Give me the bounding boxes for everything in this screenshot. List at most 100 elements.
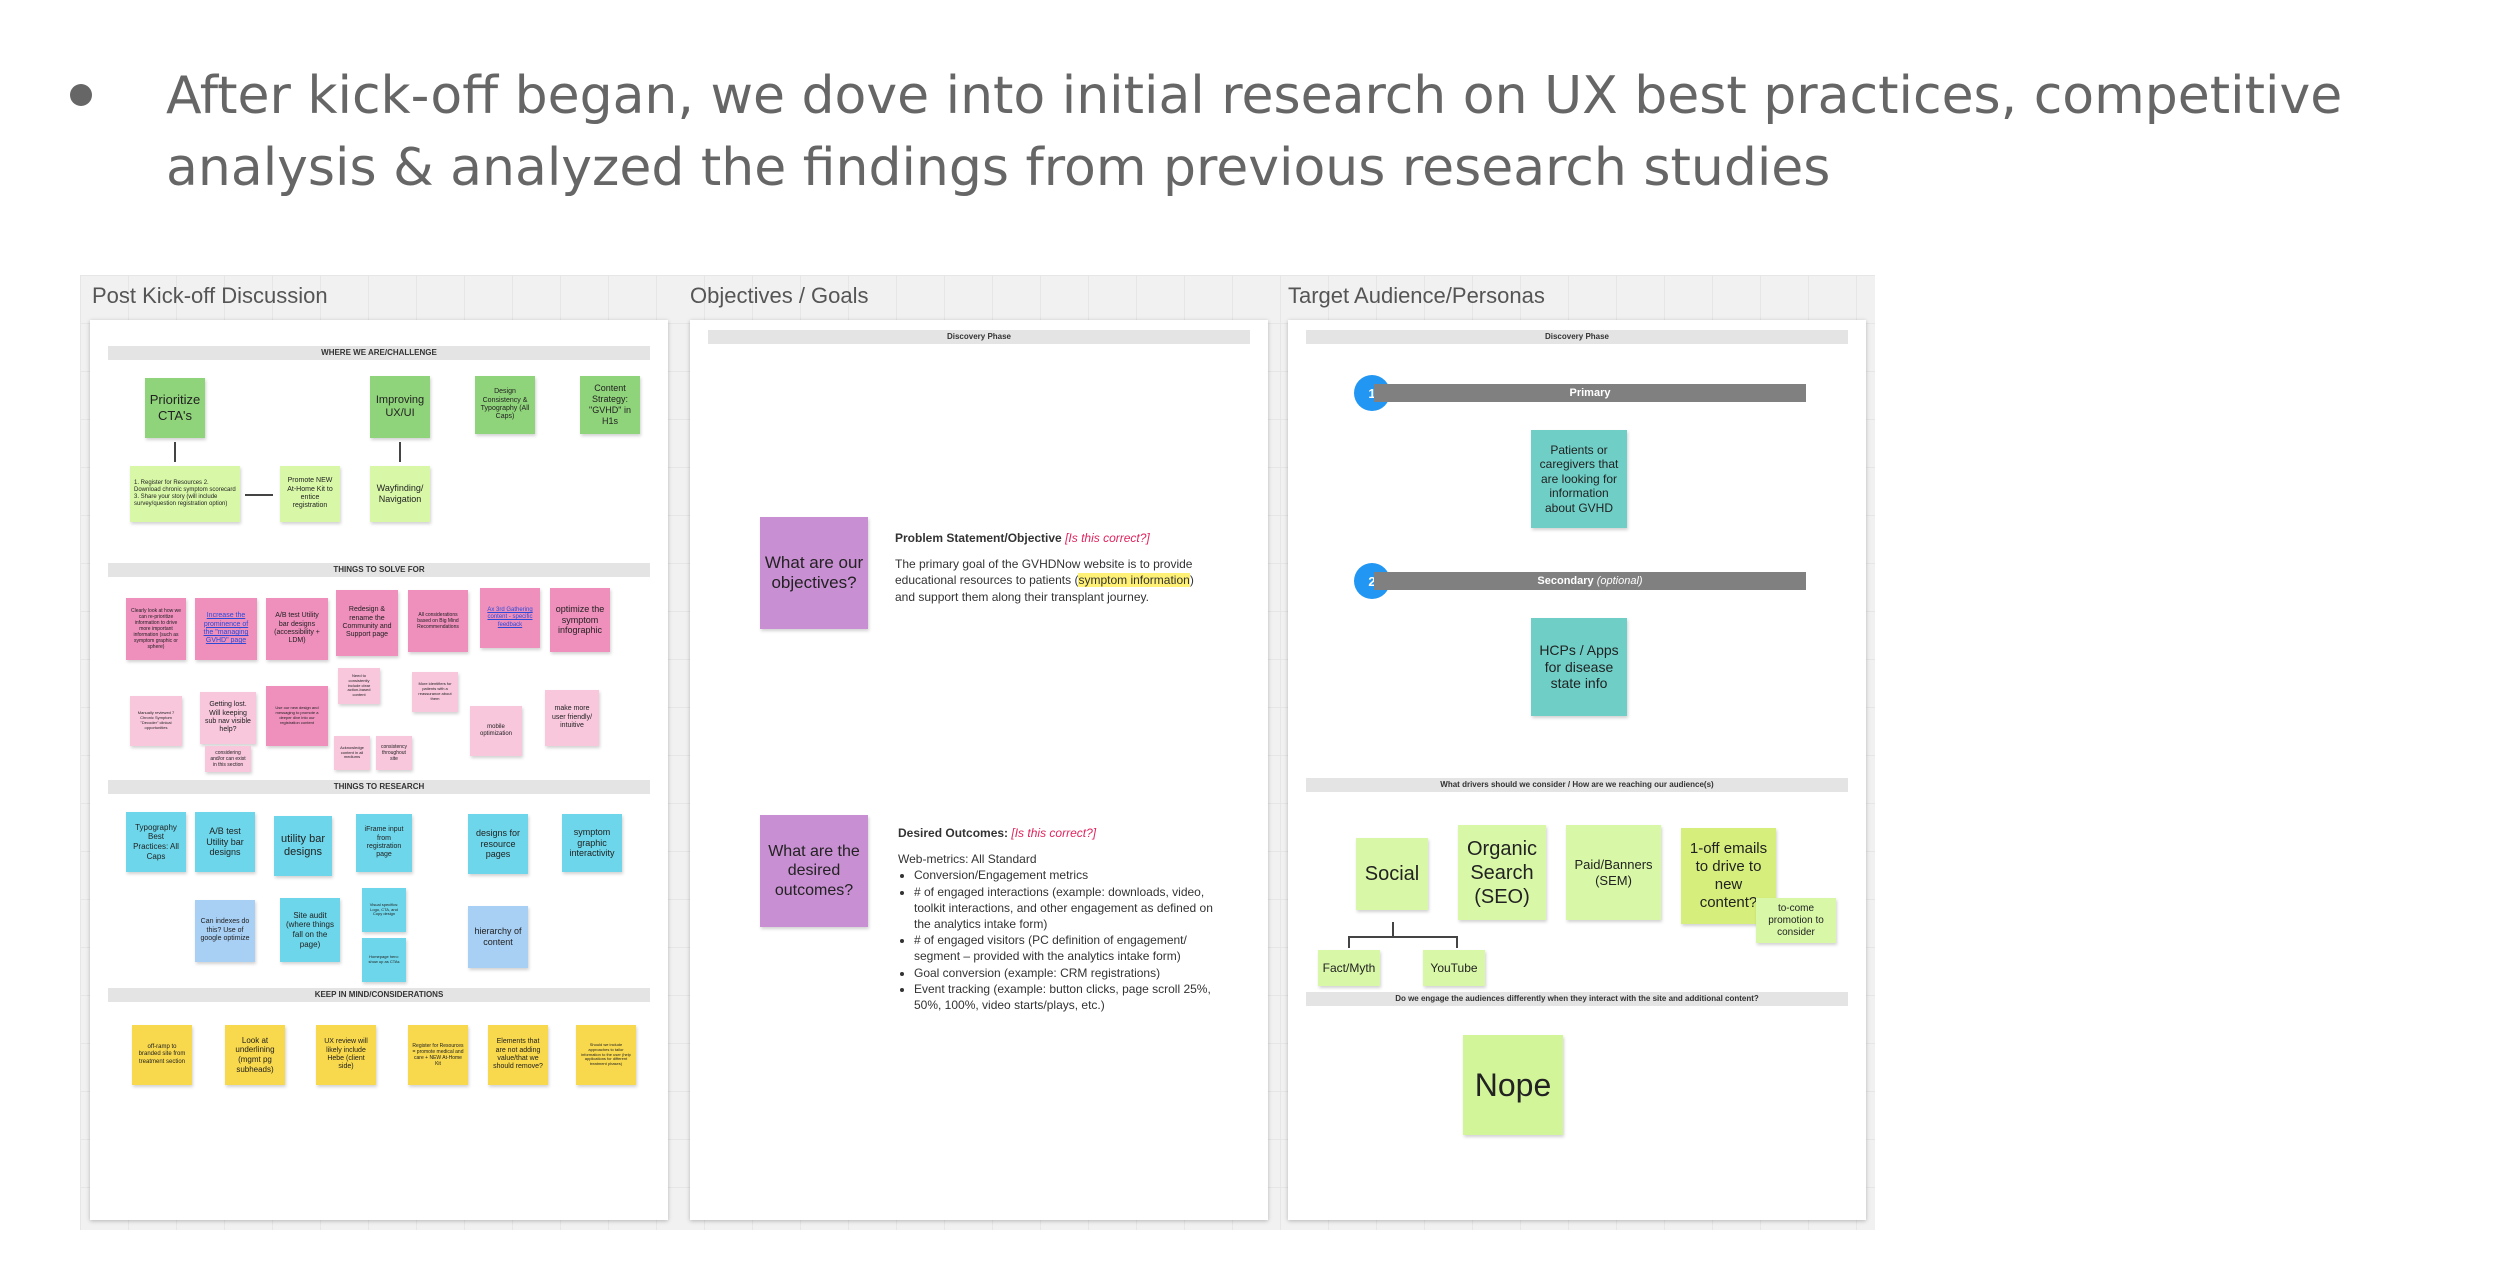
sticky-ax[interactable]: Ax 3rd Gathering content - specific feed… bbox=[480, 588, 540, 648]
sticky-sub-manually[interactable]: Manually reviewed 7 Chronic Symptom "Dec… bbox=[130, 696, 182, 746]
desired-outcomes-block: Desired Outcomes: [Is this correct?] Web… bbox=[898, 825, 1228, 1013]
frame-post-kickoff[interactable]: WHERE WE ARE/CHALLENGE Prioritize CTA's … bbox=[90, 320, 668, 1220]
sticky-organic[interactable]: Organic Search (SEO) bbox=[1458, 825, 1546, 920]
sticky-outcomes[interactable]: What are the desired outcomes? bbox=[760, 815, 868, 927]
sticky-optimize[interactable]: optimize the symptom infographic bbox=[550, 588, 610, 652]
sticky-objectives[interactable]: What are our objectives? bbox=[760, 517, 868, 629]
section-bar-research: THINGS TO RESEARCH bbox=[108, 780, 650, 794]
drivers-bar: What drivers should we consider / How ar… bbox=[1306, 778, 1848, 792]
frame-title-audience: Target Audience/Personas bbox=[1288, 283, 1545, 308]
sticky-homepage[interactable]: Homepage hero: show up as CTAs bbox=[362, 938, 406, 982]
sticky-content-strategy[interactable]: Content Strategy: "GVHD" in H1s bbox=[580, 376, 640, 434]
sticky-sub-new-design[interactable]: Use our new design and messaging to prom… bbox=[266, 686, 328, 746]
sticky-iframe[interactable]: iFrame input from registration page bbox=[356, 814, 412, 872]
problem-heading-text: Problem Statement/Objective bbox=[895, 531, 1062, 545]
sticky-sub-acknowledge[interactable]: Acknowledge content in all mediums bbox=[334, 736, 370, 770]
sticky-hcps[interactable]: HCPs / Apps for disease state info bbox=[1531, 618, 1627, 716]
outcome-item: # of engaged interactions (example: down… bbox=[914, 884, 1228, 933]
problem-heading: Problem Statement/Objective [Is this cor… bbox=[895, 530, 1215, 546]
arrow bbox=[245, 494, 273, 496]
problem-text: The primary goal of the GVHDNow website … bbox=[895, 556, 1215, 605]
web-metrics: Web-metrics: All Standard bbox=[898, 852, 1037, 867]
sticky-typography[interactable]: Typography Best Practices: All Caps bbox=[126, 812, 186, 872]
sticky-sub-getting-lost[interactable]: Getting lost. Will keeping sub nav visib… bbox=[200, 692, 256, 744]
arrow bbox=[1348, 936, 1350, 948]
sticky-nope[interactable]: Nope bbox=[1463, 1035, 1563, 1135]
sticky-ax-link[interactable]: Ax 3rd Gathering content - specific feed… bbox=[487, 607, 533, 628]
sticky-sub-consistency[interactable]: consistency throughout site bbox=[376, 736, 412, 770]
sticky-underlining[interactable]: Look at underlining (mgmt pg subheads) bbox=[225, 1025, 285, 1085]
sticky-prioritize[interactable]: Prioritize CTA's bbox=[145, 378, 205, 438]
section-bar-solve: THINGS TO SOLVE FOR bbox=[108, 563, 650, 577]
sticky-paid[interactable]: Paid/Banners (SEM) bbox=[1566, 825, 1661, 920]
outcome-item: Goal conversion (example: CRM registrati… bbox=[914, 965, 1228, 981]
sticky-youtube[interactable]: YouTube bbox=[1423, 950, 1485, 986]
sticky-register-list[interactable]: 1. Register for Resources 2. Download ch… bbox=[130, 466, 240, 522]
sticky-offramp[interactable]: off-ramp to branded site from treatment … bbox=[132, 1025, 192, 1085]
tier-secondary-bar: Secondary (optional) bbox=[1374, 572, 1806, 590]
sticky-mobile[interactable]: mobile optimization bbox=[470, 706, 522, 756]
outcome-item: Conversion/Engagement metrics bbox=[914, 867, 1228, 883]
outcome-item: Event tracking (example: button clicks, … bbox=[914, 981, 1228, 1013]
discovery-phase-bar: Discovery Phase bbox=[1306, 330, 1848, 344]
sticky-ux[interactable]: Improving UX/UI bbox=[370, 376, 430, 438]
sticky-wayfinding[interactable]: Wayfinding/ Navigation bbox=[370, 466, 430, 522]
problem-question: [Is this correct?] bbox=[1065, 531, 1150, 545]
sticky-ab-utility[interactable]: A/B test Utility bar designs (accessibil… bbox=[266, 598, 328, 660]
sticky-to-come[interactable]: to-come promotion to consider bbox=[1756, 898, 1836, 943]
sticky-symptom-graphic[interactable]: symptom graphic interactivity bbox=[562, 814, 622, 872]
section-bar-challenge: WHERE WE ARE/CHALLENGE bbox=[108, 346, 650, 360]
problem-statement-block: Problem Statement/Objective [Is this cor… bbox=[895, 530, 1215, 605]
arrow bbox=[1456, 936, 1458, 948]
bullet-dot bbox=[70, 84, 92, 106]
bullet-text: After kick-off began, we dove into initi… bbox=[166, 66, 2343, 198]
sticky-redesign[interactable]: Redesign & rename the Community and Supp… bbox=[336, 590, 398, 656]
sticky-leverage[interactable]: Can indexes do this? Use of google optim… bbox=[195, 900, 255, 962]
sticky-social[interactable]: Social bbox=[1356, 838, 1428, 910]
section-bar-keep: KEEP IN MIND/CONSIDERATIONS bbox=[108, 988, 650, 1002]
outcomes-heading-text: Desired Outcomes: bbox=[898, 826, 1009, 840]
sticky-sub-identifiers[interactable]: More identifiers for patients with a rea… bbox=[412, 672, 458, 712]
frame-title-objectives: Objectives / Goals bbox=[690, 283, 869, 308]
sticky-register-resources[interactable]: Register for Resources = promote medical… bbox=[408, 1025, 468, 1085]
sticky-friendly[interactable]: make more user friendly/ intuitive bbox=[545, 690, 599, 746]
sticky-hierarchy[interactable]: hierarchy of content bbox=[468, 906, 528, 968]
arrow bbox=[1392, 922, 1394, 936]
sticky-ux-review[interactable]: UX review will likely include Hebe (clie… bbox=[316, 1025, 376, 1085]
outcomes-heading: Desired Outcomes: [Is this correct?] bbox=[898, 825, 1228, 841]
tier-primary-bar: Primary bbox=[1374, 384, 1806, 402]
sticky-sub-considering[interactable]: considering and/or can exist in this sec… bbox=[205, 746, 251, 772]
sticky-should-we[interactable]: Should we include approaches to tailor i… bbox=[576, 1025, 636, 1085]
sticky-increase[interactable]: Increase the prominence of the "managing… bbox=[195, 598, 257, 660]
outcomes-question: [Is this correct?] bbox=[1011, 826, 1097, 840]
sticky-visual[interactable]: Visual specifics: Logo, CTA, and Copy de… bbox=[362, 888, 406, 932]
frame-title-post-kickoff: Post Kick-off Discussion bbox=[92, 283, 328, 308]
outcome-item: # of engaged visitors (PC definition of … bbox=[914, 932, 1228, 964]
sticky-clearly[interactable]: Clearly look at how we can re-prioritize… bbox=[126, 598, 186, 660]
sticky-promote-kit[interactable]: Promote NEW At-Home Kit to entice regist… bbox=[280, 466, 340, 522]
sticky-fact-myth[interactable]: Fact/Myth bbox=[1318, 950, 1380, 986]
frame-objectives[interactable]: Discovery Phase What are our objectives?… bbox=[690, 320, 1268, 1220]
arrow bbox=[1348, 936, 1458, 938]
sticky-designs[interactable]: designs for resource pages bbox=[468, 814, 528, 874]
frame-audience[interactable]: Discovery Phase 1 Primary Patients or ca… bbox=[1288, 320, 1866, 1220]
sticky-utility[interactable]: utility bar designs bbox=[274, 816, 332, 876]
sticky-design[interactable]: Design Consistency & Typography (All Cap… bbox=[475, 376, 535, 434]
sticky-all-considerations[interactable]: All considerations based on Big Mind Rec… bbox=[408, 590, 468, 652]
sticky-emails[interactable]: 1-off emails to drive to new content? bbox=[1681, 828, 1776, 924]
sticky-patients[interactable]: Patients or caregivers that are looking … bbox=[1531, 430, 1627, 528]
problem-text-part2: ) and support them along their transplan… bbox=[895, 573, 1194, 604]
sticky-ab-test[interactable]: A/B test Utility bar designs bbox=[195, 812, 255, 872]
engage-bar: Do we engage the audiences differently w… bbox=[1306, 992, 1848, 1006]
sticky-elements[interactable]: Elements that are not adding value/that … bbox=[488, 1025, 548, 1085]
tier-secondary-optional: (optional) bbox=[1596, 575, 1643, 587]
problem-text-part1: The primary goal of the GVHDNow website … bbox=[895, 557, 1193, 588]
sticky-site-audit[interactable]: Site audit (where things fall on the pag… bbox=[280, 898, 340, 962]
whiteboard: Post Kick-off Discussion WHERE WE ARE/CH… bbox=[80, 275, 1875, 1230]
discovery-phase-bar: Discovery Phase bbox=[708, 330, 1250, 344]
sticky-sub-consistently[interactable]: Need to consistently include clear actio… bbox=[338, 668, 380, 704]
arrow bbox=[174, 442, 176, 462]
sticky-increase-link[interactable]: Increase the prominence of the "managing… bbox=[203, 612, 249, 645]
problem-highlight: symptom information bbox=[1078, 573, 1190, 588]
arrow bbox=[399, 442, 401, 462]
